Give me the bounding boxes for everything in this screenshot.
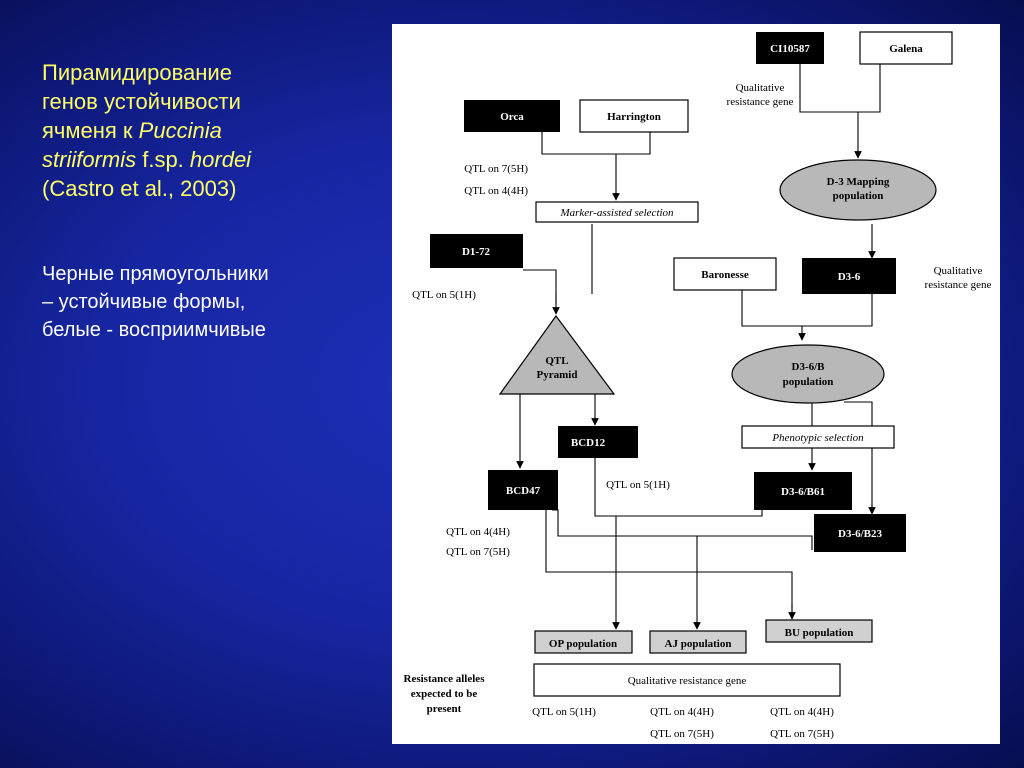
pyramid-label-a: QTL (545, 355, 568, 367)
qtl-4-4h-label-b: QTL on 4(4H) (446, 526, 510, 538)
species-epithet: striiformis (42, 147, 137, 172)
bottom-qtl-7-5h-2: QTL on 7(5H) (770, 728, 834, 740)
harrington-label: Harrington (607, 111, 661, 123)
phenotypic-label: Phenotypic selection (771, 432, 864, 444)
d36b61-label: D3-6/B61 (781, 486, 825, 498)
res-alleles-label-c: present (427, 703, 462, 715)
baronesse-box (673, 257, 777, 291)
d3-mapping-label-b: population (833, 190, 884, 202)
qtl-pyramid-triangle (498, 314, 616, 395)
bottom-qtl-4-4h-2: QTL on 4(4H) (770, 706, 834, 718)
bottom-qtl-7-5h-1: QTL on 7(5H) (650, 728, 714, 740)
species-rest: f.sp. (136, 147, 190, 172)
d1-72-box (430, 234, 523, 268)
d36b-ellipse (731, 344, 885, 404)
orca-label: Orca (500, 111, 524, 123)
title-line-3: ячменя к Puccinia (42, 116, 382, 145)
res-alleles-label-a: Resistance alleles (404, 673, 486, 685)
aj-population-label: AJ population (665, 638, 732, 650)
qual-gene-bottom-box (533, 663, 841, 697)
qtl-5-1h-label-a: QTL on 5(1H) (412, 289, 476, 301)
galena-label: Galena (889, 43, 923, 55)
mas-box (535, 201, 699, 223)
bottom-qtl-5-1h: QTL on 5(1H) (532, 706, 596, 718)
qtl-4-4h-label-a: QTL on 4(4H) (464, 185, 528, 197)
legend-note: Черные прямоугольники – устойчивые формы… (42, 260, 382, 344)
bcd47-label: BCD47 (506, 485, 541, 497)
qual-gene-bottom-label: Qualitative resistance gene (628, 675, 747, 687)
ci10587-label: CI10587 (770, 43, 810, 55)
bu-population-label: BU population (785, 627, 854, 639)
title-line-3-text: ячменя к (42, 118, 139, 143)
qual-gene-2a: Qualitative (934, 265, 983, 277)
baronesse-label: Baronesse (701, 269, 749, 281)
d3-6-box (802, 258, 896, 294)
d3-mapping-ellipse (779, 159, 937, 221)
res-alleles-label-b: expected to be (411, 688, 478, 700)
d3-6-label: D3-6 (838, 271, 861, 283)
bu-population-box (765, 619, 873, 643)
d36b23-box (814, 514, 906, 552)
d36b-label-a: D3-6/B (792, 361, 826, 373)
title-line-4: striiformis f.sp. hordei (42, 145, 382, 174)
ci10587-box (756, 32, 824, 64)
d36b-label-b: population (783, 376, 834, 388)
species-genus: Puccinia (138, 118, 222, 143)
d3-mapping-label-a: D-3 Mapping (827, 176, 890, 188)
d36b23-label: D3-6/B23 (838, 528, 883, 540)
pyramid-label-b: Pyramid (537, 369, 578, 381)
title-line-2: генов устойчивости (42, 89, 241, 114)
bcd12-label: BCD12 (571, 437, 606, 449)
mas-label: Marker-assisted selection (559, 207, 674, 219)
op-population-label: OP population (549, 638, 617, 650)
d36b61-box (754, 472, 852, 510)
galena-box (859, 31, 953, 65)
aj-population-box (649, 630, 747, 654)
harrington-box (579, 99, 689, 133)
qual-gene-2b: resistance gene (925, 279, 992, 291)
qtl-7-5h-label-b: QTL on 7(5H) (446, 546, 510, 558)
qtl-5-1h-label-b: QTL on 5(1H) (606, 479, 670, 491)
note-line-1: Черные прямоугольники (42, 263, 269, 285)
slide-title: Пирамидирование генов устойчивости ячмен… (42, 58, 382, 203)
phenotypic-box (741, 425, 895, 449)
title-line-1: Пирамидирование (42, 60, 232, 85)
bcd47-box (488, 470, 558, 510)
d1-72-label: D1-72 (462, 246, 491, 258)
orca-box (464, 100, 560, 132)
op-population-box (534, 630, 633, 654)
qual-gene-1a: Qualitative (736, 82, 785, 94)
note-line-2: – устойчивые формы, (42, 291, 246, 313)
breeding-scheme-figure: CI10587 Galena Qualitative resistance ge… (392, 24, 1000, 744)
breeding-scheme-svg: CI10587 Galena Qualitative resistance ge… (404, 31, 992, 740)
citation: (Castro et al., 2003) (42, 176, 237, 201)
bcd12-box (558, 426, 638, 458)
qtl-7-5h-label-a: QTL on 7(5H) (464, 163, 528, 175)
connector-lines (516, 64, 881, 630)
note-line-3: белые - восприимчивые (42, 319, 266, 341)
bottom-qtl-4-4h-1: QTL on 4(4H) (650, 706, 714, 718)
qual-gene-1b: resistance gene (727, 96, 794, 108)
species-forma: hordei (189, 147, 252, 172)
